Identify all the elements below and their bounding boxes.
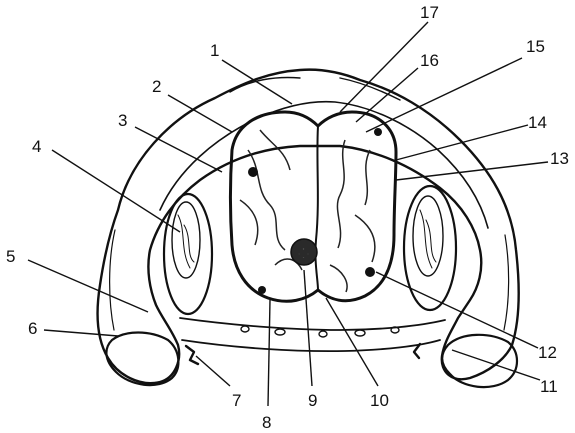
label-16: 16 bbox=[420, 51, 439, 70]
leader-9 bbox=[304, 270, 312, 386]
leader-14 bbox=[396, 125, 528, 160]
left-oval-body bbox=[164, 194, 212, 314]
label-15: 15 bbox=[526, 37, 545, 56]
dark-spots bbox=[248, 128, 382, 294]
label-7: 7 bbox=[232, 391, 241, 410]
leader-8 bbox=[268, 300, 270, 406]
leader-12 bbox=[376, 272, 538, 348]
label-13: 13 bbox=[550, 149, 569, 168]
leader-11 bbox=[452, 350, 540, 380]
leader-5 bbox=[28, 260, 148, 312]
leader-1 bbox=[222, 60, 292, 104]
label-10: 10 bbox=[370, 391, 389, 410]
central-canal bbox=[291, 239, 317, 265]
label-3: 3 bbox=[118, 111, 127, 130]
leader-6 bbox=[44, 330, 118, 336]
leader-2 bbox=[168, 95, 232, 132]
label-14: 14 bbox=[528, 113, 547, 132]
label-12: 12 bbox=[538, 343, 557, 362]
label-1: 1 bbox=[210, 41, 219, 60]
label-17: 17 bbox=[420, 3, 439, 22]
label-4: 4 bbox=[32, 137, 41, 156]
leader-16 bbox=[356, 68, 418, 122]
label-8: 8 bbox=[262, 413, 271, 432]
label-11: 11 bbox=[540, 377, 558, 396]
label-9: 9 bbox=[308, 391, 317, 410]
label-5: 5 bbox=[6, 247, 15, 266]
leader-10 bbox=[326, 298, 378, 386]
leader-7 bbox=[196, 356, 230, 386]
right-oval-body bbox=[404, 186, 456, 310]
label-6: 6 bbox=[28, 319, 37, 338]
label-2: 2 bbox=[152, 77, 161, 96]
central-organ bbox=[231, 112, 397, 301]
leader-13 bbox=[396, 162, 548, 180]
lobe-fissures bbox=[240, 130, 375, 292]
leader-4 bbox=[52, 150, 180, 232]
